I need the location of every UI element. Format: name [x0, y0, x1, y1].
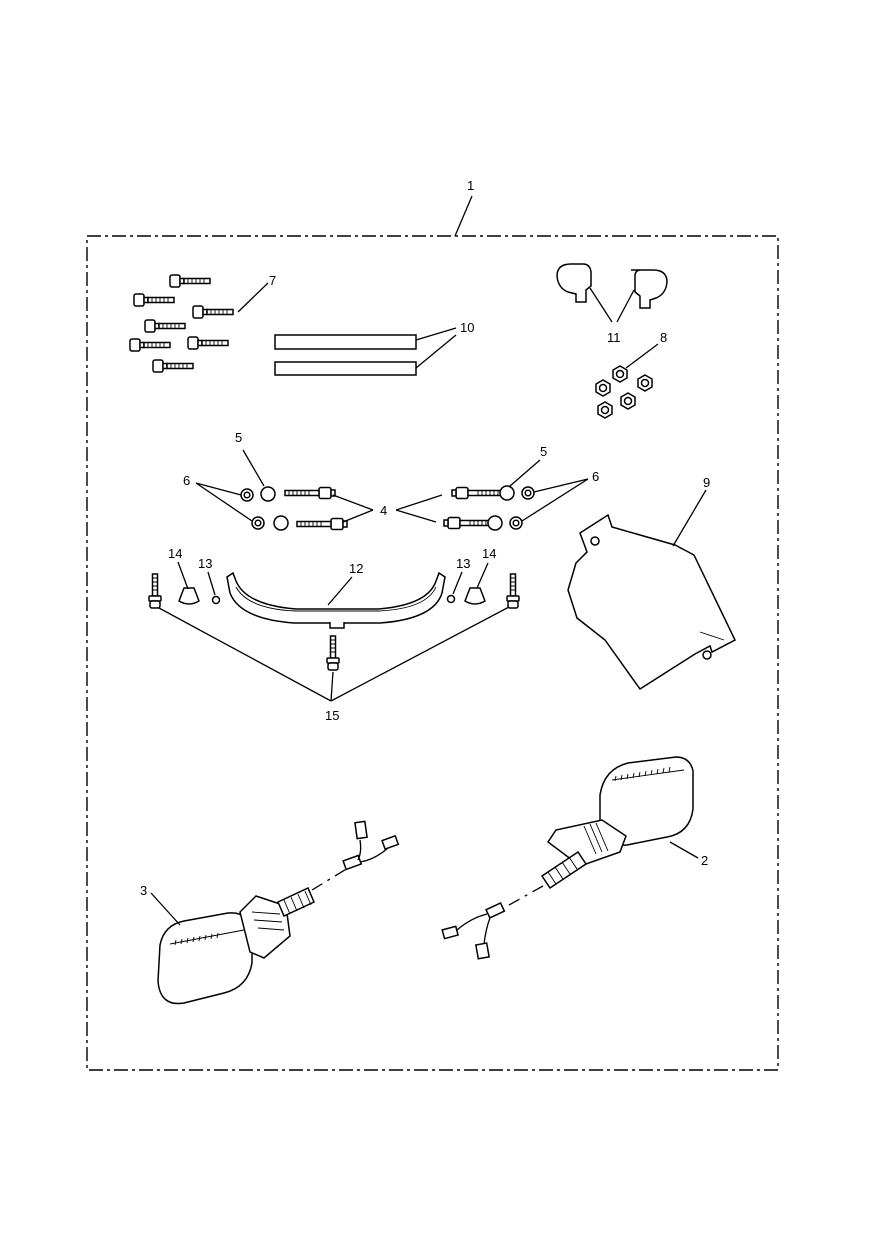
leader-5r	[509, 459, 541, 487]
callout-14-right: 14	[482, 546, 496, 561]
callout-9: 9	[703, 475, 710, 490]
callout-5-right: 5	[540, 444, 547, 459]
callout-10: 10	[460, 320, 474, 335]
leader-13r	[452, 571, 463, 595]
leader-11a	[589, 287, 613, 323]
grommet-left	[178, 587, 200, 605]
callout-8: 8	[660, 330, 667, 345]
mounting-plate	[567, 513, 736, 691]
callout-11: 11	[607, 330, 621, 345]
kit-frame	[86, 235, 779, 1071]
callout-5-left: 5	[235, 430, 242, 445]
callout-6-right: 6	[592, 469, 599, 484]
callout-13-left: 13	[198, 556, 212, 571]
leader-13l	[207, 571, 216, 596]
leader-14r	[476, 562, 489, 589]
callout-6-left: 6	[183, 473, 190, 488]
leader-4a	[332, 494, 374, 511]
leader-6r-a	[533, 478, 589, 493]
bolts-4	[284, 486, 503, 531]
leader-5l	[242, 449, 265, 487]
leader-12	[327, 576, 353, 606]
washer-13-right	[446, 594, 456, 604]
leader-6r-b	[521, 478, 589, 522]
leader-11b	[616, 289, 635, 323]
bracket	[226, 571, 446, 629]
leader-2	[669, 841, 699, 859]
turn-signal-left	[157, 820, 400, 1005]
callout-12: 12	[349, 561, 363, 576]
leader-1	[454, 195, 473, 237]
leader-4c	[395, 494, 443, 511]
leader-6l-b	[195, 482, 253, 522]
nuts-group	[595, 365, 653, 419]
callout-7: 7	[269, 273, 276, 288]
spacers-right	[487, 485, 515, 531]
leader-8	[625, 343, 659, 369]
callout-14-left: 14	[168, 546, 182, 561]
callout-4: 4	[380, 503, 387, 518]
leader-7	[237, 282, 269, 313]
screws-group	[129, 274, 234, 373]
leader-15a	[158, 607, 332, 702]
leader-4d	[395, 509, 437, 523]
leader-10b	[415, 334, 457, 369]
callout-15: 15	[325, 708, 339, 723]
spacers-left	[260, 486, 289, 531]
callout-3: 3	[140, 883, 147, 898]
leader-6l-a	[195, 482, 242, 496]
callout-2: 2	[701, 853, 708, 868]
leader-14l	[177, 561, 189, 590]
washer-13-left	[211, 595, 221, 605]
leader-15c	[330, 606, 510, 702]
callout-1: 1	[467, 178, 474, 193]
callout-13-right: 13	[456, 556, 470, 571]
grommet-right	[464, 587, 486, 605]
washers-left	[240, 488, 265, 530]
leader-15b	[330, 671, 334, 702]
leader-10a	[415, 327, 457, 341]
turn-signal-right	[441, 756, 694, 960]
leader-9	[672, 489, 707, 547]
washers-right	[509, 486, 535, 530]
pads	[274, 334, 417, 376]
caps	[556, 263, 668, 309]
leader-3	[150, 892, 181, 926]
leader-4b	[342, 509, 374, 523]
